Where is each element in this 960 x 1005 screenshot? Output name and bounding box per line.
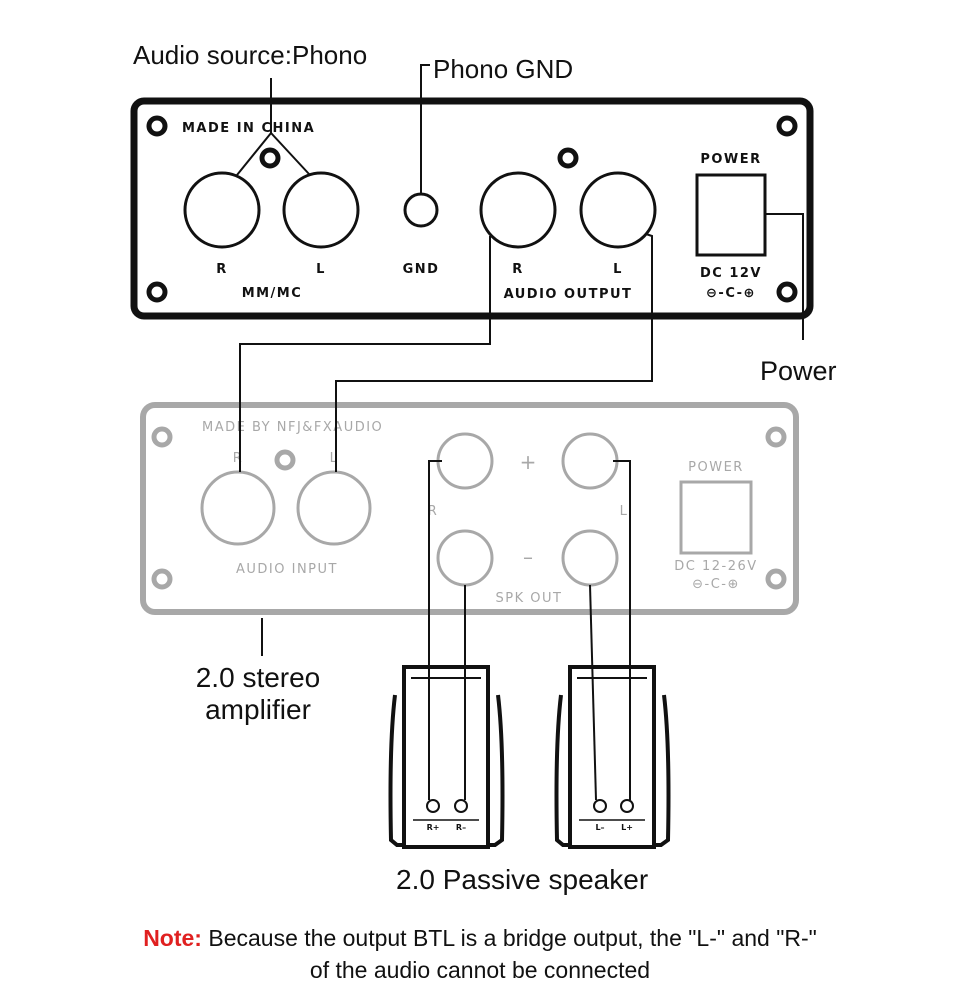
wire-output-r-to-input-r (239, 236, 491, 472)
spk-out-label: SPK OUT (496, 591, 563, 606)
amp-dc-label: DC 12-26V (674, 559, 757, 574)
preamp-screw (146, 115, 168, 137)
preamp-dc-symbol: ⊖-C-⊕ (706, 286, 756, 301)
preamp-screw (259, 147, 281, 169)
spk-l-minus (561, 529, 619, 587)
amp-screw (151, 426, 173, 448)
speaker-l-plus-label: L+ (621, 823, 633, 832)
speaker-r-minus-terminal (454, 799, 468, 813)
amp-input-r (200, 470, 276, 546)
spk-r-label: R (428, 504, 439, 519)
amp-power-socket (679, 480, 753, 555)
speaker-r-plus-label: R+ (427, 823, 440, 832)
speaker-left-body (568, 665, 656, 849)
minus-sign: – (523, 545, 533, 569)
output-r-label: R (512, 262, 524, 277)
spk-l-label: L (620, 504, 629, 519)
spk-l-plus (561, 432, 619, 490)
speaker-callout: 2.0 Passive speaker (396, 864, 649, 895)
output-jack-r (479, 171, 557, 249)
amp-screw (274, 449, 296, 471)
phono-preamp-panel: MADE IN CHINA R L MM/MC GND R L AUDIO OU… (130, 97, 814, 320)
made-by-label: MADE BY NFJ&FXAUDIO (202, 420, 383, 435)
phono-gnd-leader (420, 64, 430, 194)
speaker-r-minus-label: R– (456, 823, 466, 832)
wire-l-minus (589, 584, 597, 801)
wire-l-plus (613, 460, 631, 800)
speaker-l-minus-label: L– (595, 823, 604, 832)
amplifier-callout-line2: amplifier (205, 694, 311, 725)
preamp-power-socket (695, 173, 767, 257)
note-line-2: of the audio cannot be connected (309, 957, 651, 983)
amp-screw (765, 568, 787, 590)
amp-screw (765, 426, 787, 448)
spk-r-minus (436, 529, 494, 587)
spk-r-plus (436, 432, 494, 490)
speaker-l-plus-terminal (620, 799, 634, 813)
audio-source-callout: Audio source:Phono (133, 40, 368, 70)
note-label: Note: (143, 925, 202, 951)
made-in-label: MADE IN CHINA (182, 121, 315, 136)
gnd-terminal (403, 192, 439, 228)
phono-jack-l (282, 171, 360, 249)
output-jack-l (579, 171, 657, 249)
phono-l-label: L (316, 262, 326, 277)
amp-screw (151, 568, 173, 590)
preamp-dc-label: DC 12V (700, 266, 762, 281)
wire-r-plus (428, 460, 442, 800)
phono-gnd-callout: Phono GND (433, 54, 574, 84)
note-text-1: Because the output BTL is a bridge outpu… (201, 925, 817, 951)
preamp-screw (146, 281, 168, 303)
audio-output-label: AUDIO OUTPUT (504, 287, 633, 302)
speaker-right: R+ R– (388, 665, 505, 849)
plus-sign: + (520, 450, 537, 474)
amp-in-l-label: L (330, 451, 339, 466)
phono-jack-r (183, 171, 261, 249)
amp-frame (140, 402, 799, 615)
preamp-power-label: POWER (700, 152, 761, 167)
connection-wires (236, 64, 804, 801)
power-callout: Power (760, 356, 837, 386)
amplifier-callout: 2.0 stereo amplifier (180, 662, 336, 726)
preamp-screw (557, 147, 579, 169)
wire-output-l-to-input-l (335, 233, 653, 472)
mm-mc-label: MM/MC (242, 286, 303, 301)
preamp-frame (130, 97, 814, 320)
amp-input-l (296, 470, 372, 546)
power-leader (765, 213, 804, 340)
speaker-left: L– L+ (554, 665, 671, 849)
speaker-r-plus-terminal (426, 799, 440, 813)
speaker-l-minus-terminal (593, 799, 607, 813)
amplifier-callout-line1: 2.0 stereo (195, 662, 321, 693)
audio-input-label: AUDIO INPUT (236, 562, 338, 577)
note-line-1: Note: Because the output BTL is a bridge… (0, 925, 960, 952)
amp-power-label: POWER (688, 460, 744, 475)
speaker-right-body (402, 665, 490, 849)
phono-r-label: R (216, 262, 228, 277)
audio-source-split (236, 131, 310, 176)
preamp-screw (776, 281, 798, 303)
output-l-label: L (613, 262, 623, 277)
amp-dc-symbol: ⊖-C-⊕ (692, 577, 740, 592)
gnd-label: GND (403, 262, 440, 277)
amp-in-r-label: R (233, 451, 244, 466)
preamp-screw (776, 115, 798, 137)
